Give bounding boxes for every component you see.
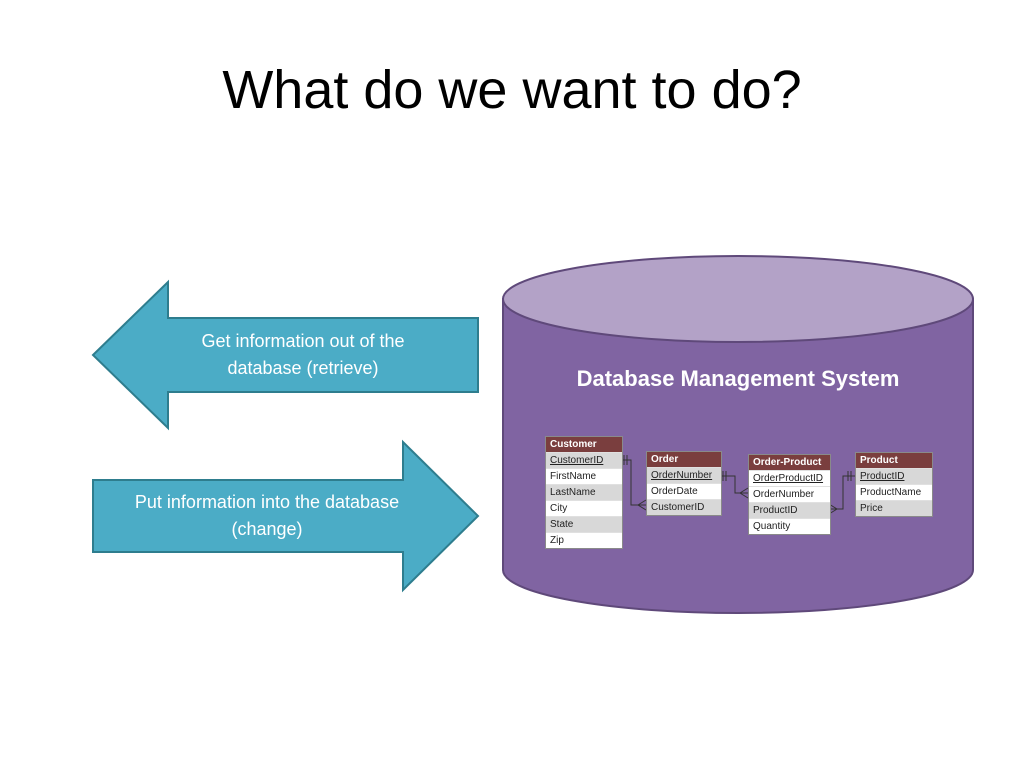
table-field: Price — [856, 500, 932, 516]
table-field: State — [546, 516, 622, 532]
table-field: OrderDate — [647, 483, 721, 499]
table-header: Order — [647, 452, 721, 467]
change-arrow — [92, 439, 480, 593]
table-field: ProductName — [856, 484, 932, 500]
table-header: Customer — [546, 437, 622, 452]
database-cylinder — [502, 255, 974, 614]
table-field: OrderProductID — [749, 470, 830, 486]
order-table: Order OrderNumber OrderDate CustomerID — [646, 451, 722, 516]
relationship-lines — [621, 455, 855, 515]
slide-title: What do we want to do? — [222, 60, 802, 120]
table-field: OrderNumber — [647, 467, 721, 483]
table-field: Quantity — [749, 518, 830, 534]
table-header: Product — [856, 453, 932, 468]
database-label: Database Management System — [576, 366, 900, 391]
table-field: CustomerID — [647, 499, 721, 515]
product-table: Product ProductID ProductName Price — [855, 452, 933, 517]
table-field: City — [546, 500, 622, 516]
customer-table: Customer CustomerID FirstName LastName C… — [545, 436, 623, 549]
order-product-table: Order-Product OrderProductID OrderNumber… — [748, 454, 831, 535]
table-field: ProductID — [749, 502, 830, 518]
table-field: CustomerID — [546, 452, 622, 468]
table-field: FirstName — [546, 468, 622, 484]
table-field: ProductID — [856, 468, 932, 484]
retrieve-arrow — [91, 279, 479, 431]
table-field: OrderNumber — [749, 486, 830, 502]
table-field: LastName — [546, 484, 622, 500]
table-header: Order-Product — [749, 455, 830, 470]
table-field: Zip — [546, 532, 622, 548]
retrieve-arrow-label: Get information out of the database (ret… — [201, 331, 405, 378]
change-arrow-label: Put information into the database (chang… — [134, 492, 400, 539]
